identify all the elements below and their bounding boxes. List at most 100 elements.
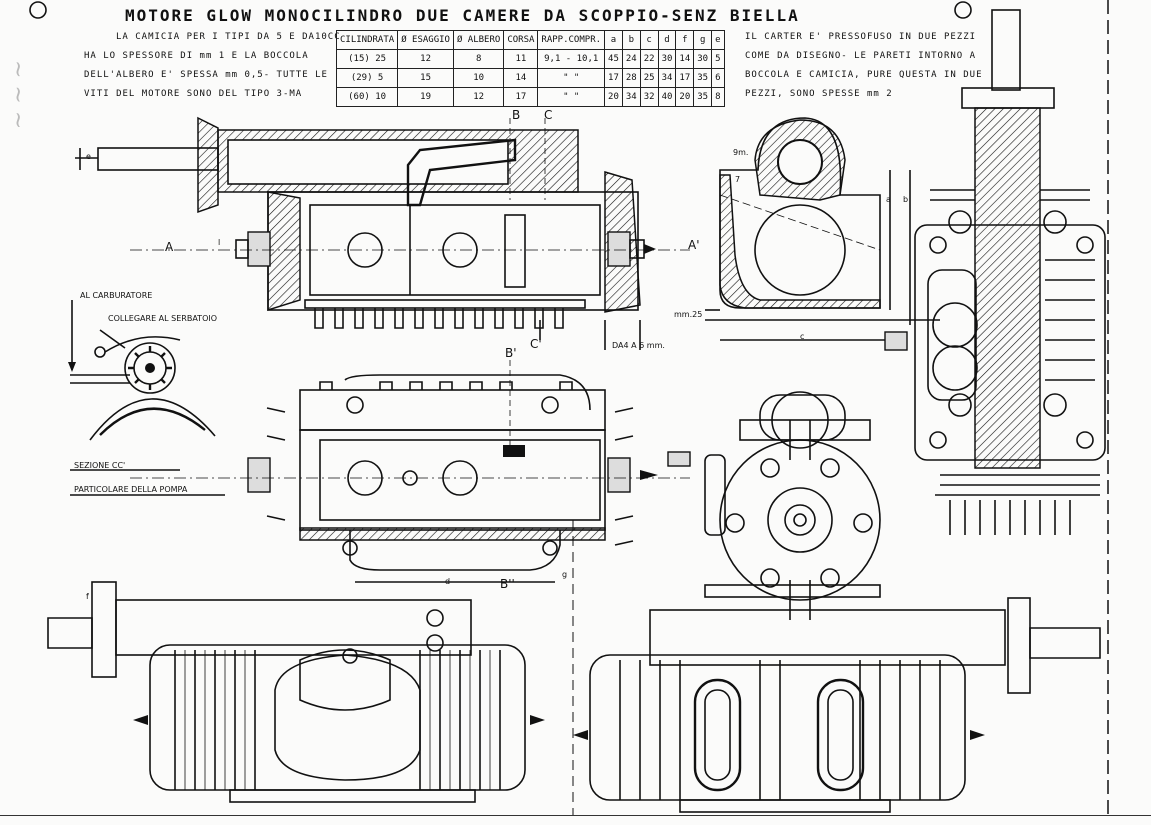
shaft-housing — [649, 609, 1006, 666]
note-left-1: LA CAMICIA PER I TIPI DA 5 E DA10CC — [116, 32, 341, 42]
label-a: A — [165, 240, 174, 254]
note-right-4: PEZZI, SONO SPESSE mm 2 — [745, 89, 893, 99]
table-cell: 40 — [657, 87, 677, 107]
note-right-1: IL CARTER E' PRESSOFUSO IN DUE PEZZI — [745, 32, 977, 42]
bolt-hole — [1076, 431, 1094, 449]
label-da4a6: DA4 A 6 mm. — [612, 341, 665, 350]
bolt-hole — [929, 236, 947, 254]
needle-valve — [667, 451, 691, 467]
bolt-hole — [1076, 236, 1094, 254]
fuel-tube — [104, 336, 181, 353]
bolt-hole — [541, 396, 559, 414]
note-right-3: BOCCOLA E CAMICIA, PURE QUESTA IN DUE — [745, 70, 983, 80]
bolt-hole — [760, 568, 780, 588]
side-section-view — [705, 117, 940, 341]
scale-ruler — [0, 815, 1151, 826]
spike-fins — [266, 407, 634, 546]
pump-detail — [68, 300, 225, 496]
shaft-bore — [227, 139, 509, 185]
pump-body-arc — [89, 398, 216, 441]
crankcase-body — [149, 644, 526, 791]
inner-chamber — [299, 649, 391, 711]
shaft-housing — [115, 599, 472, 656]
transfer-port-slot — [816, 678, 865, 792]
exhaust-port — [932, 302, 978, 348]
glow-plug-point — [644, 244, 656, 254]
bolt-hole — [820, 458, 840, 478]
label-l: l — [218, 238, 221, 247]
bottom-view-left — [47, 581, 545, 803]
bolt-hole — [346, 396, 364, 414]
table-cell: 8 — [711, 87, 725, 107]
shaft-end — [47, 617, 93, 649]
shaft-housing-vertical — [974, 107, 1041, 469]
center-line — [719, 194, 881, 251]
base-plate — [229, 789, 476, 803]
bolt-hole — [853, 513, 873, 533]
spec-table: CILINDRATA Ø ESAGGIO Ø ALBERO CORSA RAPP… — [335, 30, 725, 107]
label-9mm: 9m. — [733, 148, 749, 157]
label-d: d — [445, 577, 451, 586]
port-outline — [927, 269, 977, 401]
label-b-prime: B' — [505, 346, 517, 360]
label-f: f — [86, 592, 89, 601]
table-header: RAPP.COMPR. — [537, 30, 606, 50]
shaft-flange-vertical — [961, 87, 1055, 109]
label-g: g — [562, 570, 568, 579]
crankcase-body — [589, 654, 966, 801]
table-cell: 6 — [711, 68, 725, 88]
label-b-small: b — [903, 195, 909, 204]
cylinder-head — [719, 439, 881, 601]
piston — [319, 439, 601, 521]
label-c: C — [544, 108, 553, 122]
bolt-hole — [929, 431, 947, 449]
crankcase-top — [344, 374, 591, 411]
label-mm25: mm.25 — [674, 310, 703, 319]
cylinder-bore — [754, 204, 846, 296]
bolt-hole — [1043, 210, 1067, 234]
mounting-base — [704, 584, 881, 598]
carburetor-tube — [704, 454, 726, 536]
label-e: e — [86, 152, 91, 161]
table-header: e — [711, 30, 725, 50]
transfer-channel — [349, 530, 561, 571]
glow-plug-tips — [573, 730, 985, 740]
table-header-row: CILINDRATA Ø ESAGGIO Ø ALBERO CORSA RAPP… — [335, 30, 725, 50]
exhaust-port — [932, 345, 978, 391]
port-slot — [504, 214, 526, 288]
glow-plug-right — [607, 457, 631, 493]
bolt-hole — [426, 609, 444, 627]
bolt-hole — [820, 568, 840, 588]
glow-plug-left — [247, 231, 271, 267]
arrow-head — [68, 362, 76, 372]
section-view-middle — [130, 360, 690, 583]
label-sezione: SEZIONE CC' — [74, 461, 126, 470]
cooling-fins — [304, 299, 586, 329]
bolt-hole — [342, 648, 358, 664]
label-a-prime: A' — [688, 238, 700, 252]
glow-plug-point — [640, 470, 658, 480]
label-7: 7 — [735, 175, 741, 184]
label-b: B — [512, 108, 521, 122]
bottom-view-right — [573, 597, 1101, 813]
fitting — [94, 346, 106, 358]
note-left-4: VITI DEL MOTORE SONO DEL TIPO 3-MA — [84, 89, 303, 99]
bolt-hole — [725, 513, 745, 533]
label-carburatore: AL CARBURATORE — [80, 291, 153, 300]
glow-plug-center — [793, 513, 807, 527]
pump-shaft — [145, 363, 155, 373]
label-collegare: COLLEGARE AL SERBATOIO — [108, 314, 218, 323]
bolt-hole — [426, 634, 444, 652]
note-left-2: HA LO SPESSORE DI mm 1 E LA BOCCOLA — [84, 51, 309, 61]
bolt-hole — [1043, 393, 1067, 417]
shaft-end — [1029, 627, 1101, 659]
fuel-line — [70, 374, 130, 384]
cooling-fins-bottom-left — [174, 650, 501, 790]
glow-plug-socket — [784, 504, 816, 536]
fin-block-top — [299, 389, 606, 431]
prop-driver — [1007, 597, 1031, 694]
pump-rotor — [124, 342, 176, 394]
label-c-prime: C' — [530, 337, 542, 351]
